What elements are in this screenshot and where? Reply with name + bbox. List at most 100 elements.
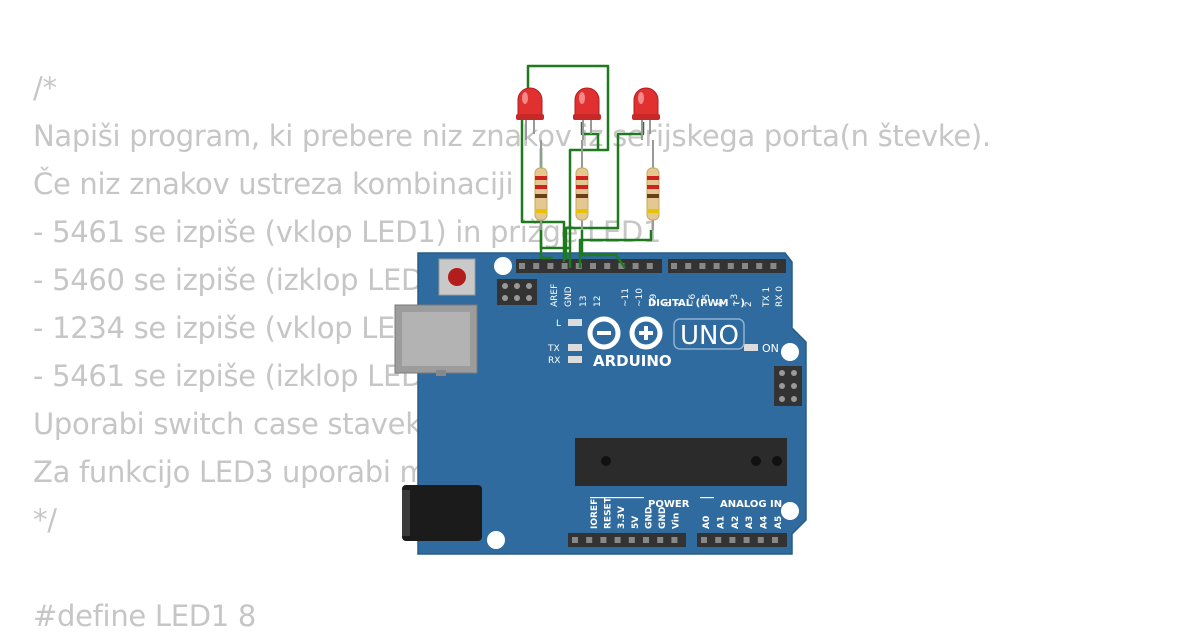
- digital-header-label: DIGITAL (PWM ~): [648, 298, 745, 309]
- digital-pin-label: AREF: [550, 284, 560, 307]
- pin-hole: [770, 263, 777, 269]
- pin-hole: [643, 537, 649, 543]
- digital-pin-label: 12: [593, 296, 603, 307]
- pin-hole: [713, 263, 720, 269]
- l-led-label: L: [556, 319, 561, 329]
- tx-led-label: TX: [547, 344, 560, 354]
- resistor-2[interactable]: [575, 140, 589, 230]
- model-label: UNO: [680, 321, 739, 351]
- on-led-label: ON: [762, 342, 779, 355]
- pin-hole: [547, 263, 554, 269]
- analog-pin-label: A2: [731, 516, 741, 529]
- digital-pin-label: 8: [663, 301, 673, 307]
- digital-pin-label: RX 0: [775, 286, 785, 307]
- analog-pin-label: A4: [760, 516, 770, 529]
- pin-hole: [685, 263, 692, 269]
- code-line: Napiši program, ki prebere niz znakov iz…: [33, 119, 991, 153]
- arduino-logo-icon: [587, 316, 663, 350]
- power-pin-label: GND: [644, 507, 654, 529]
- status-leds: L TX RX ON: [547, 319, 779, 366]
- digital-pin-label: ~5: [702, 294, 712, 307]
- uno-badge: [673, 318, 745, 350]
- analog-pin-label: A5: [774, 516, 784, 529]
- pin-hole: [671, 263, 677, 269]
- bottom-pin-holes: [572, 537, 778, 543]
- led-2[interactable]: [573, 87, 601, 140]
- power-header-label: POWER: [648, 499, 690, 510]
- power-pin-label: IOREF: [590, 499, 600, 529]
- pin-hole: [572, 537, 578, 543]
- pin-hole: [671, 537, 678, 543]
- reset-button[interactable]: [438, 258, 476, 296]
- pin-hole: [586, 537, 593, 543]
- pin-hole: [590, 263, 596, 269]
- wire: [578, 230, 653, 268]
- pin-hole: [604, 263, 611, 269]
- digital-pin-label: TX 1: [762, 287, 772, 308]
- digital-pin-label: 2: [744, 301, 754, 307]
- pin-hole: [715, 537, 722, 543]
- mounting-hole: [487, 531, 505, 549]
- code-line: Uporabi switch case stavek.: [33, 407, 431, 441]
- pin-hole: [756, 263, 763, 269]
- digital-pin-holes: [519, 263, 777, 269]
- digital-pin-label: 4: [716, 301, 726, 307]
- code-line: - 5461 se izpiše (vklop LED1) in prižge …: [33, 215, 662, 249]
- mounting-hole: [781, 502, 799, 520]
- digital-pin-label: 13: [579, 296, 589, 307]
- mounting-hole: [494, 257, 512, 275]
- resistor-3[interactable]: [646, 140, 660, 230]
- pin-hole: [628, 537, 635, 543]
- power-pin-label: RESET: [604, 496, 614, 529]
- power-pin-label: 3.3V: [617, 506, 627, 529]
- pin-hole: [618, 263, 625, 269]
- header-line: [700, 497, 714, 499]
- mounting-hole: [781, 343, 799, 361]
- pin-hole: [743, 537, 750, 543]
- analog-header-label: ANALOG IN: [720, 499, 782, 510]
- power-pin-label: 5V: [631, 516, 641, 529]
- resistor-1[interactable]: [534, 140, 548, 230]
- digital-pin-label: ~9: [649, 293, 659, 307]
- icsp-header: [497, 279, 537, 305]
- analog-pin-label: A3: [745, 516, 755, 529]
- icsp-header-right: [774, 366, 802, 406]
- pin-hole: [632, 263, 639, 269]
- pin-hole: [772, 537, 778, 543]
- power-header: [568, 533, 787, 547]
- pin-hole: [614, 537, 621, 543]
- microcontroller-chip: [575, 438, 787, 486]
- pin-hole: [519, 263, 525, 269]
- digital-pin-label: ~10: [635, 288, 645, 307]
- pin-hole: [742, 263, 748, 269]
- wire: [580, 230, 627, 269]
- code-line: */: [33, 503, 57, 537]
- led-1[interactable]: [516, 87, 544, 140]
- usb-connector: [394, 304, 478, 376]
- digital-pin-label: ~11: [621, 288, 631, 307]
- wire: [520, 112, 566, 262]
- analog-pin-label: A0: [702, 516, 712, 529]
- pin-hole: [646, 263, 653, 269]
- power-jack: [402, 485, 482, 541]
- code-line: Če niz znakov ustreza kombinaciji: [33, 167, 514, 201]
- pin-hole: [701, 537, 707, 543]
- header-line: [590, 497, 644, 499]
- digital-pin-label: ~6: [688, 293, 698, 307]
- code-line: #define LED1 8: [33, 599, 256, 633]
- pin-hole: [561, 263, 568, 269]
- pin-hole: [657, 537, 664, 543]
- pin-hole: [600, 537, 607, 543]
- digital-pin-label: ~3: [730, 294, 740, 307]
- brand-label: ARDUINO: [593, 352, 672, 370]
- pin-hole: [729, 537, 736, 543]
- power-pin-label: Vin: [672, 513, 682, 529]
- pin-hole: [699, 263, 706, 269]
- led-3[interactable]: [632, 87, 660, 140]
- pin-hole: [757, 537, 764, 543]
